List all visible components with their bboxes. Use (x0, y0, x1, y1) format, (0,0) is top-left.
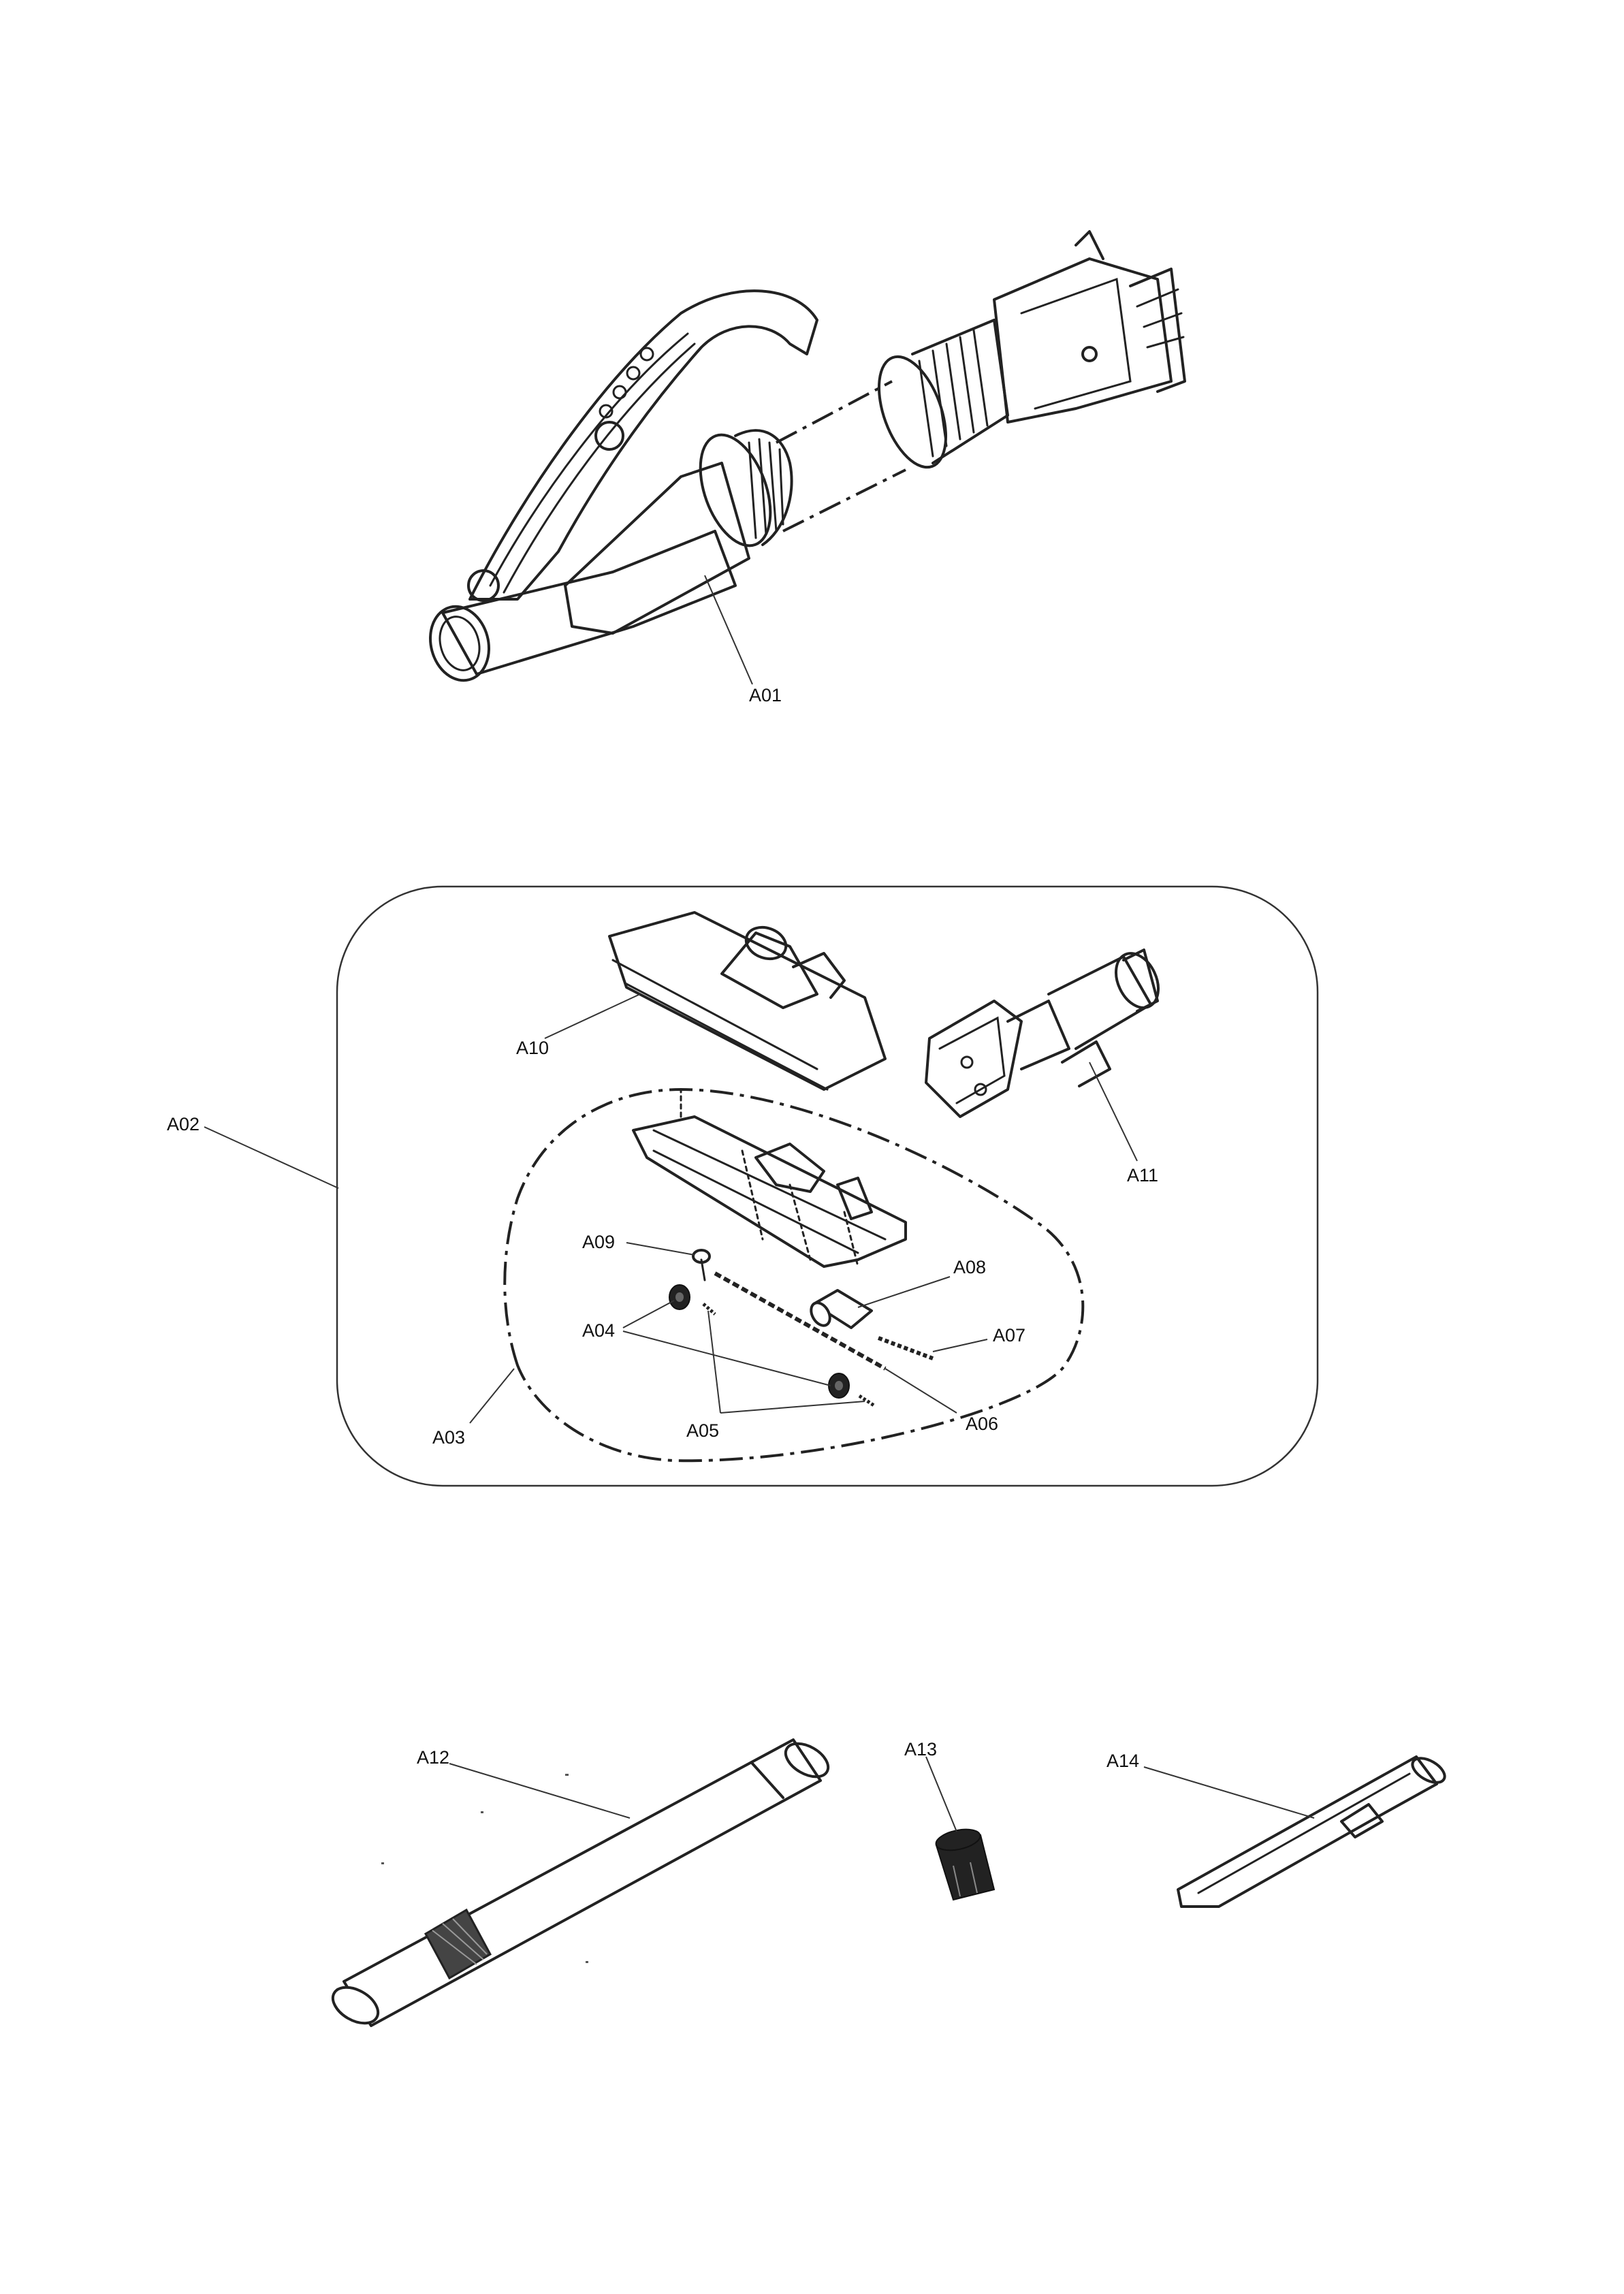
leader-a04-2 (622, 1331, 831, 1386)
nozzle-neck-joint-part (925, 949, 1160, 1118)
extension-tube-part (331, 1738, 830, 2027)
axle-rod-part (714, 1271, 887, 1371)
label-a12: A12 (417, 1747, 449, 1768)
leader-a07 (932, 1339, 988, 1352)
leader-a02 (204, 1126, 339, 1189)
label-a07: A07 (993, 1325, 1025, 1345)
wheel-pin-part-1 (702, 1303, 716, 1316)
leader-a10 (544, 993, 641, 1039)
crevice-tool-part (1177, 1755, 1446, 1908)
wheel-part-1 (669, 1284, 690, 1310)
nozzle-cover-part (608, 911, 887, 1091)
label-a03: A03 (432, 1427, 465, 1448)
leader-a13 (925, 1756, 957, 1832)
label-a08: A08 (953, 1257, 986, 1277)
base-plate-part (632, 1088, 907, 1268)
leader-a11 (1089, 1062, 1138, 1162)
handle-hose-assembly (429, 230, 1186, 682)
label-a04: A04 (582, 1320, 615, 1341)
wheel-pin-part-2 (858, 1394, 876, 1408)
label-a06: A06 (966, 1414, 998, 1434)
leader-a09 (626, 1242, 695, 1256)
tube-cap-part (935, 1828, 996, 1901)
label-a02: A02 (167, 1114, 200, 1134)
leader-a06 (885, 1368, 957, 1414)
wheel-part-2 (828, 1373, 850, 1399)
label-a13: A13 (904, 1739, 937, 1759)
spring-part (877, 1336, 934, 1360)
label-a11: A11 (1127, 1165, 1158, 1185)
leader-a01 (704, 575, 753, 685)
label-a05: A05 (686, 1420, 719, 1441)
extension-tube-grip (424, 1908, 492, 1980)
label-a09: A09 (582, 1232, 615, 1252)
leader-a14 (1143, 1766, 1315, 1819)
leader-a12 (449, 1763, 631, 1819)
leader-a04-1 (622, 1300, 675, 1328)
roller-part (810, 1289, 873, 1329)
label-a01: A01 (749, 685, 782, 705)
leader-a03 (469, 1368, 515, 1424)
label-a14: A14 (1106, 1751, 1139, 1771)
nozzle-group-frame (336, 885, 1319, 1487)
label-a10: A10 (516, 1038, 549, 1058)
leader-a05-1 (707, 1310, 721, 1414)
screw-part (692, 1249, 711, 1281)
leader-a05-2 (720, 1401, 865, 1414)
print-speckles (381, 1774, 588, 1963)
base-plate-subassembly-outline (503, 1087, 1085, 1463)
leader-a08 (857, 1276, 951, 1308)
